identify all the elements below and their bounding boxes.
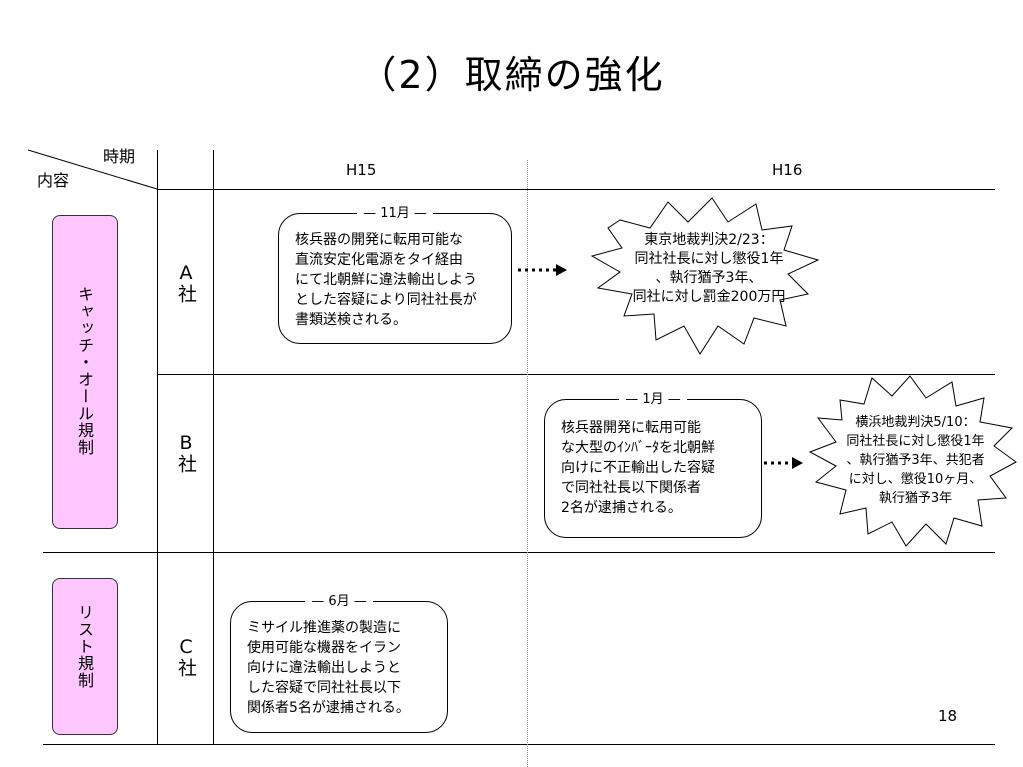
header-period-label: 時期: [103, 147, 136, 166]
ruling-text-b: 横浜地裁判決5/10： 同社社長に対し懲役1年 、執行猶予3年、共犯者 に対し、…: [846, 415, 985, 506]
ruling-text-a: 東京地裁判決2/23： 同社社長に対し懲役1年 、執行猶予3年、 同社に対し罰金…: [632, 232, 786, 305]
event-box-b: 1月 核兵器開発に転用可能 な大型のｲﾝﾊﾞｰﾀを北朝鮮 向けに不正輸出した容疑…: [544, 392, 762, 538]
year-divider: [527, 160, 528, 767]
category-list-label: リスト規制: [75, 604, 94, 689]
table-bottom-line: [43, 744, 995, 745]
event-box-c: 6月 ミサイル推進薬の製造に 使用可能な機器をイラン 向けに違法輸出しようと し…: [230, 594, 448, 733]
event-text-a: 核兵器の開発に転用可能な 直流安定化電源をタイ経由 にて北朝鮮に違法輸出しよう …: [295, 232, 477, 328]
header-year-h16: H16: [772, 161, 803, 179]
header-year-h15: H15: [346, 161, 377, 179]
col-divider-company: [213, 150, 214, 744]
col-divider-category: [157, 150, 158, 744]
category-list: [52, 578, 118, 735]
category-catch-all-label: キャッチ・オール規制: [75, 286, 94, 456]
company-c-label: C社: [175, 636, 197, 677]
event-box-a: 11月 核兵器の開発に転用可能な 直流安定化電源をタイ経由 にて北朝鮮に違法輸出…: [278, 206, 512, 344]
row-divider-ab: [157, 374, 995, 375]
page-number: 18: [938, 707, 958, 725]
table-top-line: [157, 189, 995, 190]
company-b-label: B社: [175, 432, 197, 473]
event-text-c: ミサイル推進薬の製造に 使用可能な機器をイラン 向けに違法輸出しようと した容疑…: [247, 620, 410, 716]
header-content-label: 内容: [37, 171, 70, 190]
event-text-b: 核兵器開発に転用可能 な大型のｲﾝﾊﾞｰﾀを北朝鮮 向けに不正輸出した容疑 で同…: [561, 420, 715, 516]
category-catch-all: [52, 215, 118, 529]
company-a-label: A社: [175, 262, 197, 303]
event-month-c: 6月: [305, 594, 373, 609]
section-divider: [43, 552, 995, 553]
event-month-a: 11月: [357, 206, 433, 221]
slide-title: （2）取締の強化: [358, 53, 665, 97]
event-month-b: 1月: [619, 392, 687, 407]
